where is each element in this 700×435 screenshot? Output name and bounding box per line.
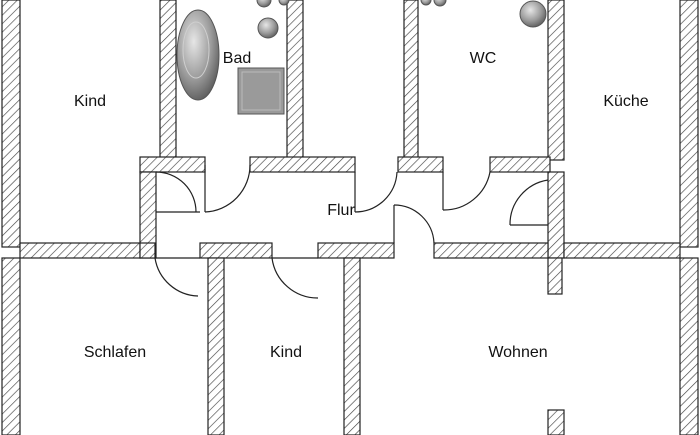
wc-fixture-a-icon: [420, 0, 432, 6]
label-wc: WC: [470, 50, 497, 67]
wall-right-upper: [679, 0, 699, 248]
door-flur-center: [393, 204, 435, 244]
sink-icon: [257, 17, 279, 39]
wall-div-2: [286, 0, 304, 161]
wall-kitchen-stub: [547, 257, 563, 295]
tap-icon: [278, 0, 290, 6]
sink-top-icon: [256, 0, 272, 8]
wall-div-1: [159, 0, 177, 161]
shower-tray-inner-icon: [241, 71, 281, 111]
door-kind-bottom: [271, 257, 319, 299]
wall-left-upper: [1, 0, 21, 248]
fixtures: [176, 0, 547, 115]
room-labels: Kind Bad WC Küche Flur Schlafen Kind Woh…: [74, 50, 649, 361]
wall-flur-right: [547, 171, 565, 259]
wall-mid-left: [19, 242, 141, 259]
wall-div-3: [403, 0, 419, 161]
wall-flur-top-c: [397, 156, 444, 173]
wall-flur-bottom-b: [199, 242, 273, 259]
bathtub-inner-icon: [182, 21, 210, 79]
door-schlafen: [154, 257, 200, 297]
wall-flur-top-b: [249, 156, 356, 173]
wall-right-lower: [679, 257, 699, 435]
wall-flur-top-d: [489, 156, 551, 173]
wc-fixture-b-icon: [433, 0, 447, 7]
wall-flur-bottom-d: [433, 242, 549, 259]
door-bad: [204, 164, 251, 213]
wall-mid-right: [563, 242, 681, 259]
door-middle-room: [354, 171, 398, 213]
label-kueche: Küche: [603, 93, 648, 110]
wall-low-div-1: [207, 257, 225, 435]
wall-low-div-2: [343, 257, 361, 435]
door-flur-left: [155, 171, 200, 213]
wall-flur-bottom-a: [139, 242, 156, 259]
wall-flur-top-a: [139, 156, 206, 173]
wall-left-lower: [1, 257, 21, 435]
label-kind-top: Kind: [74, 93, 106, 110]
label-flur: Flur: [327, 202, 355, 219]
label-bad: Bad: [223, 50, 251, 67]
wall-div-4: [547, 0, 565, 161]
door-kueche: [509, 179, 549, 226]
door-wc: [442, 171, 491, 211]
wc-sink-icon: [519, 0, 547, 28]
wall-flur-bottom-c: [317, 242, 395, 259]
label-schlafen: Schlafen: [84, 344, 146, 361]
label-kind-bottom: Kind: [270, 344, 302, 361]
wall-wohnen-stub: [547, 409, 565, 435]
bathtub-icon: [176, 9, 220, 101]
shower-tray-icon: [237, 67, 285, 115]
doors: [154, 164, 549, 299]
label-wohnen: Wohnen: [488, 344, 547, 361]
